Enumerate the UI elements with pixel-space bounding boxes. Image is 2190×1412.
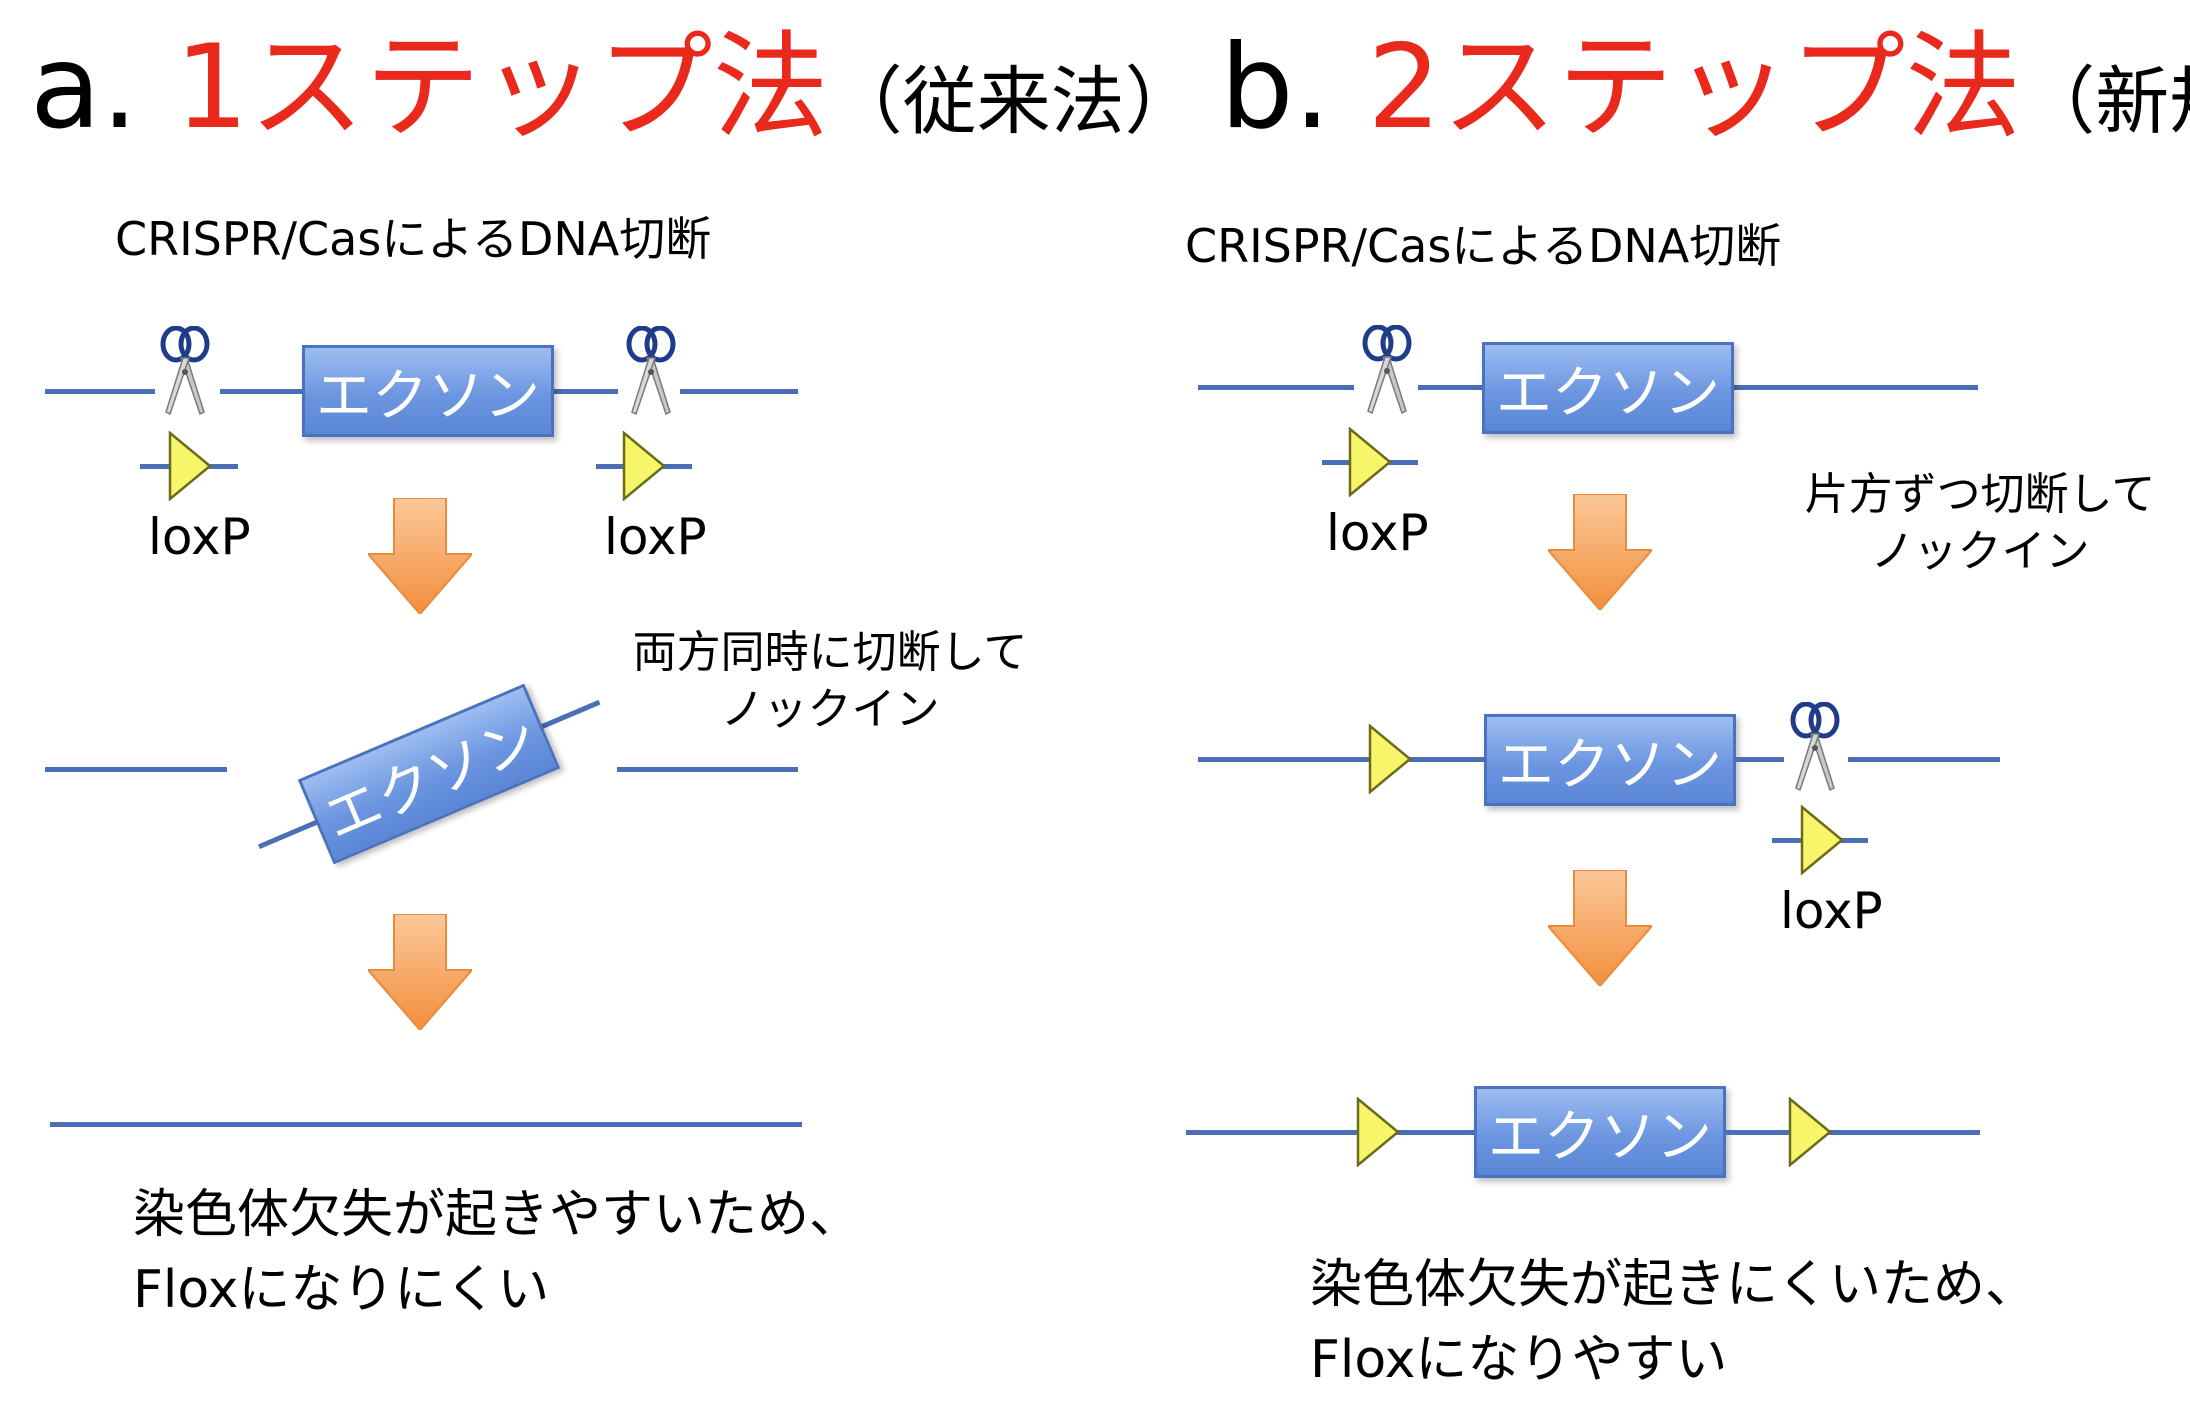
scissors-icon [1784,702,1846,792]
scissors-icon [154,326,216,416]
triangle-icon [1788,1097,1832,1167]
exon-box: エクソン [302,345,554,437]
triangle-icon [168,431,212,501]
panel-b-heading: b. 2ステップ法（新規法） [1220,30,2190,146]
down-arrow-icon [1548,494,1652,610]
loxp-label: loxP [1326,504,1429,562]
exon-box: エクソン [1482,342,1734,434]
panel-b-note: （新規法） [2021,59,2190,145]
panel-a-side-note: 両方同時に切断して ノックイン [630,624,1030,738]
triangle-icon [1368,724,1412,794]
panel-a-note: （従来法） [828,59,1199,145]
down-arrow-icon [368,914,472,1030]
panel-b-side-note: 片方ずつ切断して ノックイン [1780,466,2180,580]
triangle-icon [1356,1097,1400,1167]
dna-strand [680,389,798,394]
panel-a-result: 染色体欠失が起きやすいため、 Floxになりにくい [133,1178,861,1329]
dna-strand [1732,385,1978,390]
side-note-line: 片方ずつ切断して [1804,469,2156,520]
result-line: 染色体欠失が起きにくいため、 [1310,1255,2037,1315]
panel-a-cut-caption: CRISPR/CasによるDNA切断 [115,212,712,266]
result-line: 染色体欠失が起きやすいため、 [133,1185,862,1245]
panel-b-method: 2ステップ法 [1367,20,2022,155]
panel-b-result: 染色体欠失が起きにくいため、 Floxになりやすい [1310,1248,2037,1399]
scissors-icon [1356,325,1418,415]
down-arrow-icon [1548,870,1652,986]
triangle-icon [622,431,666,501]
exon-box: エクソン [1484,714,1736,806]
loxp-label: loxP [148,508,251,566]
panel-b-prefix: b. [1220,20,1331,155]
dna-strand [1724,1130,1980,1135]
panel-b-cut-caption: CRISPR/CasによるDNA切断 [1185,219,1782,273]
scissors-icon [620,326,682,416]
dna-strand [553,389,618,394]
loxp-label: loxP [604,508,707,566]
triangle-icon [1348,427,1392,497]
result-line: Floxになりやすい [1310,1330,1728,1391]
side-note-line: ノックイン [1870,526,2090,578]
dna-strand [220,389,304,394]
exon-box: エクソン [297,683,561,865]
side-note-line: ノックイン [720,684,940,736]
dna-strand [1198,757,1485,762]
dna-strand [1198,385,1354,390]
dna-strand [1734,757,1784,762]
panel-a-prefix: a. [30,20,138,155]
dna-strand [45,389,155,394]
exon-box: エクソン [1474,1086,1726,1178]
dna-strand [50,1122,802,1127]
rotated-exon-group: エクソン [252,664,606,884]
dna-strand [45,767,227,772]
dna-strand [617,767,798,772]
side-note-line: 両方同時に切断して [632,627,1028,678]
result-line: Floxになりにくい [133,1260,550,1321]
down-arrow-icon [368,498,472,614]
triangle-icon [1800,805,1844,875]
panel-a-heading: a. 1ステップ法（従来法） [30,30,1199,146]
loxp-label: loxP [1780,882,1883,940]
dna-strand [1418,385,1484,390]
panel-a-method: 1ステップ法 [174,20,829,155]
dna-strand [1848,757,2000,762]
dna-strand [1186,1130,1476,1135]
